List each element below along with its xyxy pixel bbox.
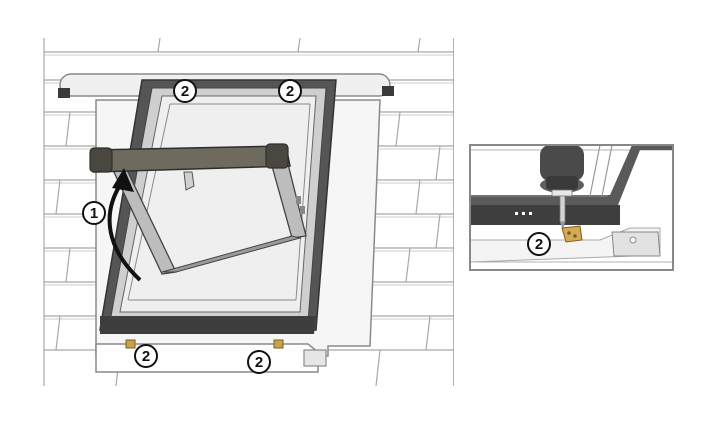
callout-top-left-label: 2 <box>181 83 189 100</box>
callout-inset: 2 <box>527 232 551 256</box>
apron-clip <box>303 349 327 367</box>
callout-bottom-right-label: 2 <box>255 354 263 371</box>
rotate-arrow-icon <box>107 168 142 282</box>
bottom-brackets <box>125 339 284 349</box>
callout-step1-label: 1 <box>90 205 98 222</box>
callout-step1: 1 <box>82 201 106 225</box>
frame-rebates <box>127 103 311 301</box>
callout-bottom-left-label: 2 <box>142 348 150 365</box>
callout-inset-label: 2 <box>535 236 543 253</box>
callout-bottom-left: 2 <box>134 344 158 368</box>
callout-top-right-label: 2 <box>286 83 294 100</box>
frame-bottom-band <box>100 316 316 334</box>
callout-top-right: 2 <box>278 79 302 103</box>
inset-side-block <box>611 231 661 257</box>
open-sash <box>89 143 307 275</box>
screwdriver-icon <box>540 145 584 230</box>
callout-bottom-right: 2 <box>247 350 271 374</box>
callout-top-left: 2 <box>173 79 197 103</box>
inset-detail: 2 <box>469 144 674 271</box>
screw-bracket-icon <box>561 225 583 243</box>
